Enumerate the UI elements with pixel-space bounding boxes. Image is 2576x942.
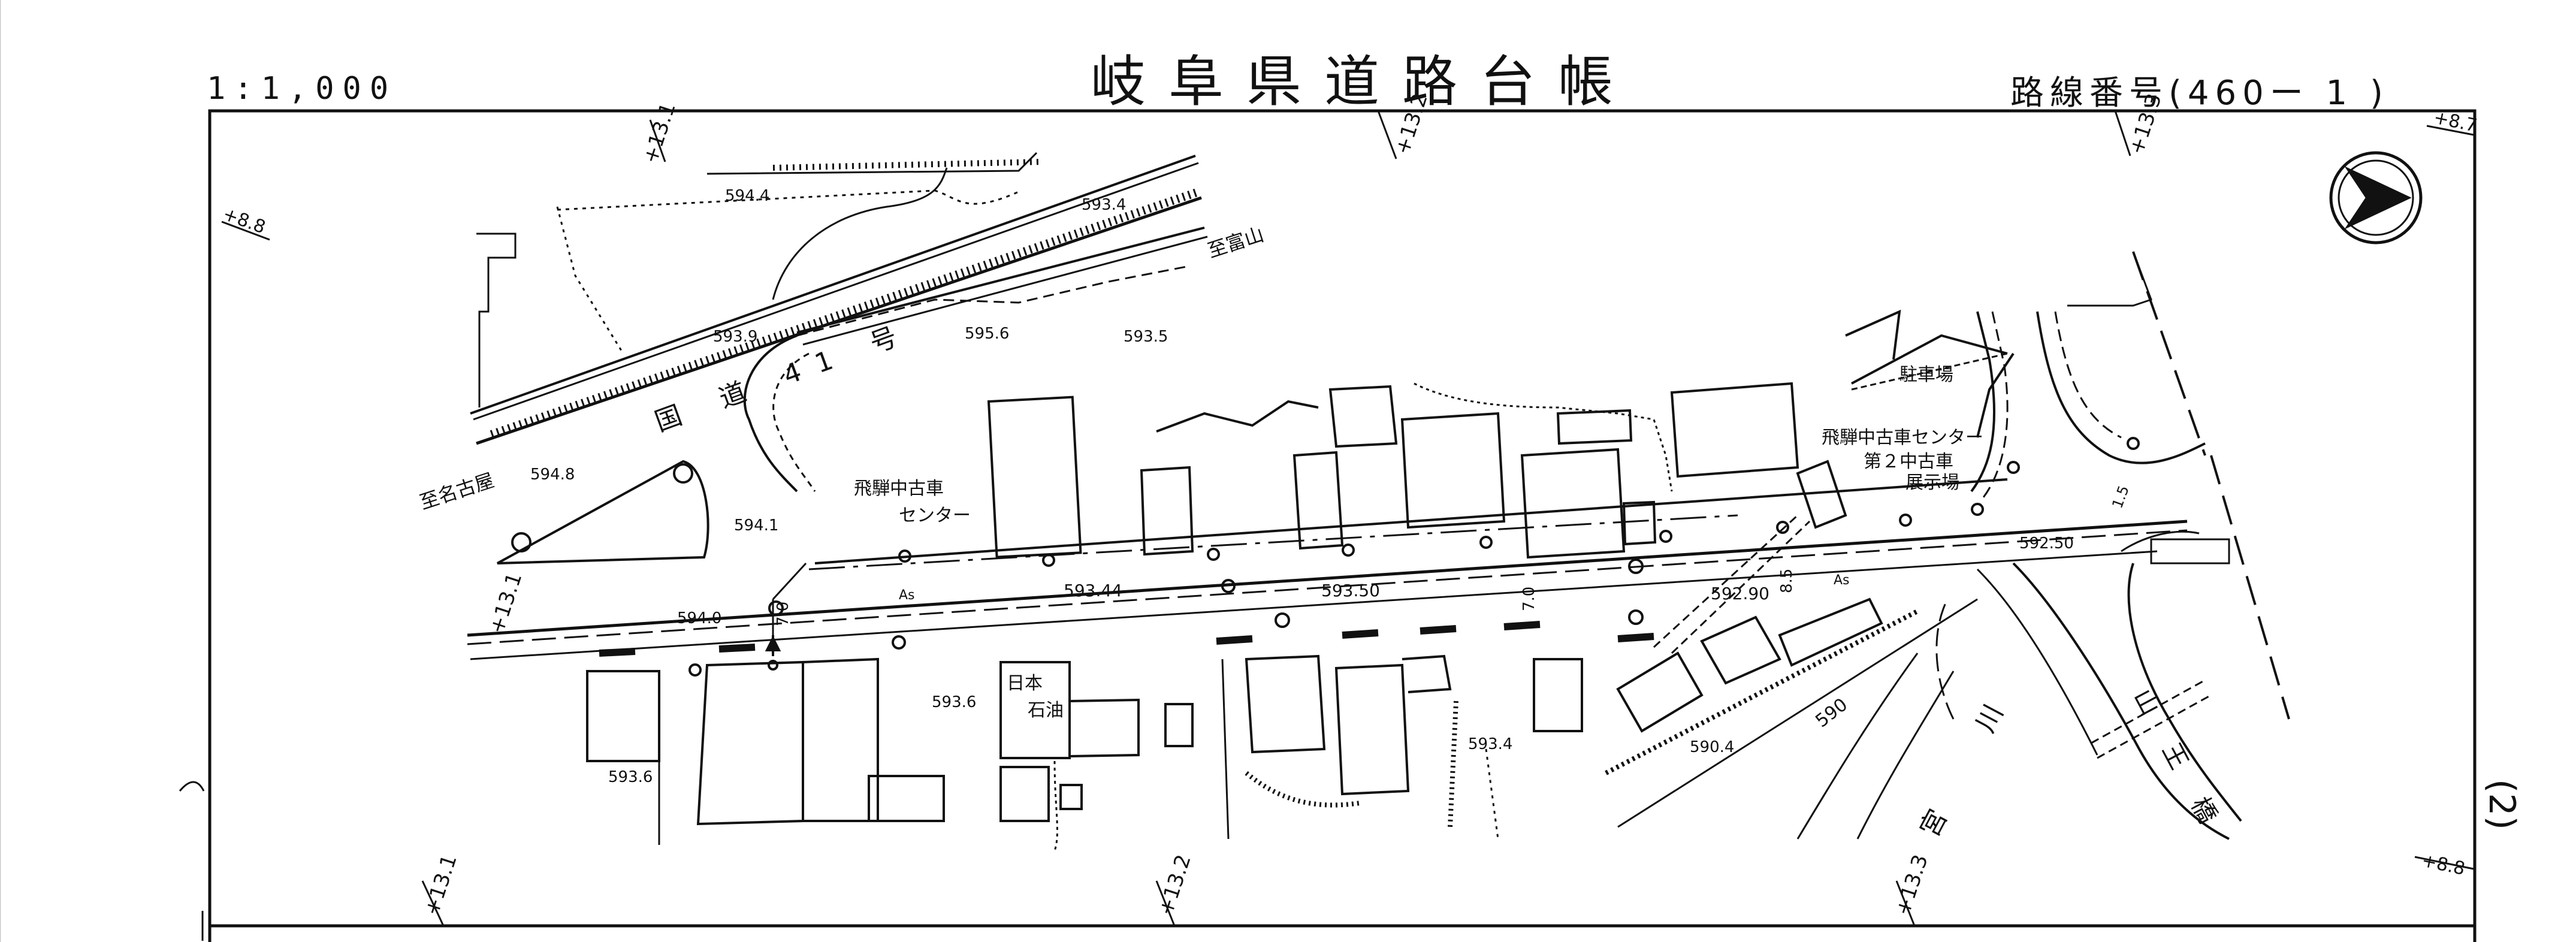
elevation-16: 592.90: [1711, 584, 1769, 603]
elevation-14: 593.44: [1064, 581, 1122, 600]
elevation-11: 593.4: [1468, 735, 1512, 753]
surface-label-1: As: [899, 588, 915, 603]
elevation-7: 594.1: [734, 517, 778, 535]
road-width-1: 7.0: [774, 602, 792, 626]
elevation-5: 593.5: [1124, 328, 1168, 346]
nippon-oil-label-1: 日本: [1007, 673, 1043, 694]
elevation-9: 593.6: [932, 693, 976, 711]
elevation-3: 593.9: [713, 328, 757, 346]
elevation-1: 594.4: [725, 187, 769, 205]
station-top-3: +13.3: [2125, 90, 2167, 157]
road-width-3: 8.5: [1778, 569, 1796, 593]
nippon-oil-label-2: 石油: [1028, 700, 1064, 721]
elevation-13: 592.50: [2019, 535, 2074, 552]
second-center-label-3: 展示場: [1905, 472, 1959, 493]
elevation-15: 593.50: [1321, 581, 1380, 600]
elevation-4: 595.6: [965, 325, 1009, 343]
north-arrow-icon: [2329, 151, 2423, 244]
elevation-2: 593.4: [1082, 196, 1126, 214]
second-center-label-2: 第２中古車: [1864, 451, 1953, 472]
road-width-4: 1.5: [2109, 484, 2132, 511]
elevation-12: 590.4: [1690, 738, 1734, 756]
direction-nagoya: 至名古屋: [417, 469, 497, 514]
station-bottom-1b: +13.1: [420, 852, 462, 918]
car-center-label-2: センター: [899, 505, 971, 526]
elevation-10: 593.6: [608, 768, 653, 786]
elevation-6: 594.8: [530, 466, 575, 484]
car-center-label-1: 飛騨中古車: [854, 478, 944, 499]
sheet-number-mark: (2): [2481, 779, 2523, 830]
page-title: 岐阜県道路台帳: [1091, 50, 1636, 114]
parking-label: 駐車場: [1899, 364, 1953, 385]
station-left: +8.8: [220, 204, 268, 238]
station-top-2: +13.2: [1391, 90, 1433, 157]
map-scale: 1:1,000: [207, 71, 397, 107]
route-number: 路線番号(460ー 1 ): [2010, 74, 2389, 113]
surface-label-2: As: [1834, 573, 1850, 588]
direction-toyama: 至富山: [1205, 223, 1267, 262]
station-bottom-1: +13.1: [485, 570, 527, 636]
road-width-2: 7.0: [1520, 587, 1538, 611]
station-bottom-4: +8.8: [2420, 850, 2467, 880]
station-bottom-2: +13.2: [1154, 852, 1196, 918]
river-label: 宮 川: [1914, 663, 2030, 842]
station-bottom-3: +13.3: [1891, 852, 1933, 918]
elevation-8: 594.0: [677, 609, 721, 627]
second-center-label-1: 飛騨中古車センター: [1822, 427, 1983, 448]
